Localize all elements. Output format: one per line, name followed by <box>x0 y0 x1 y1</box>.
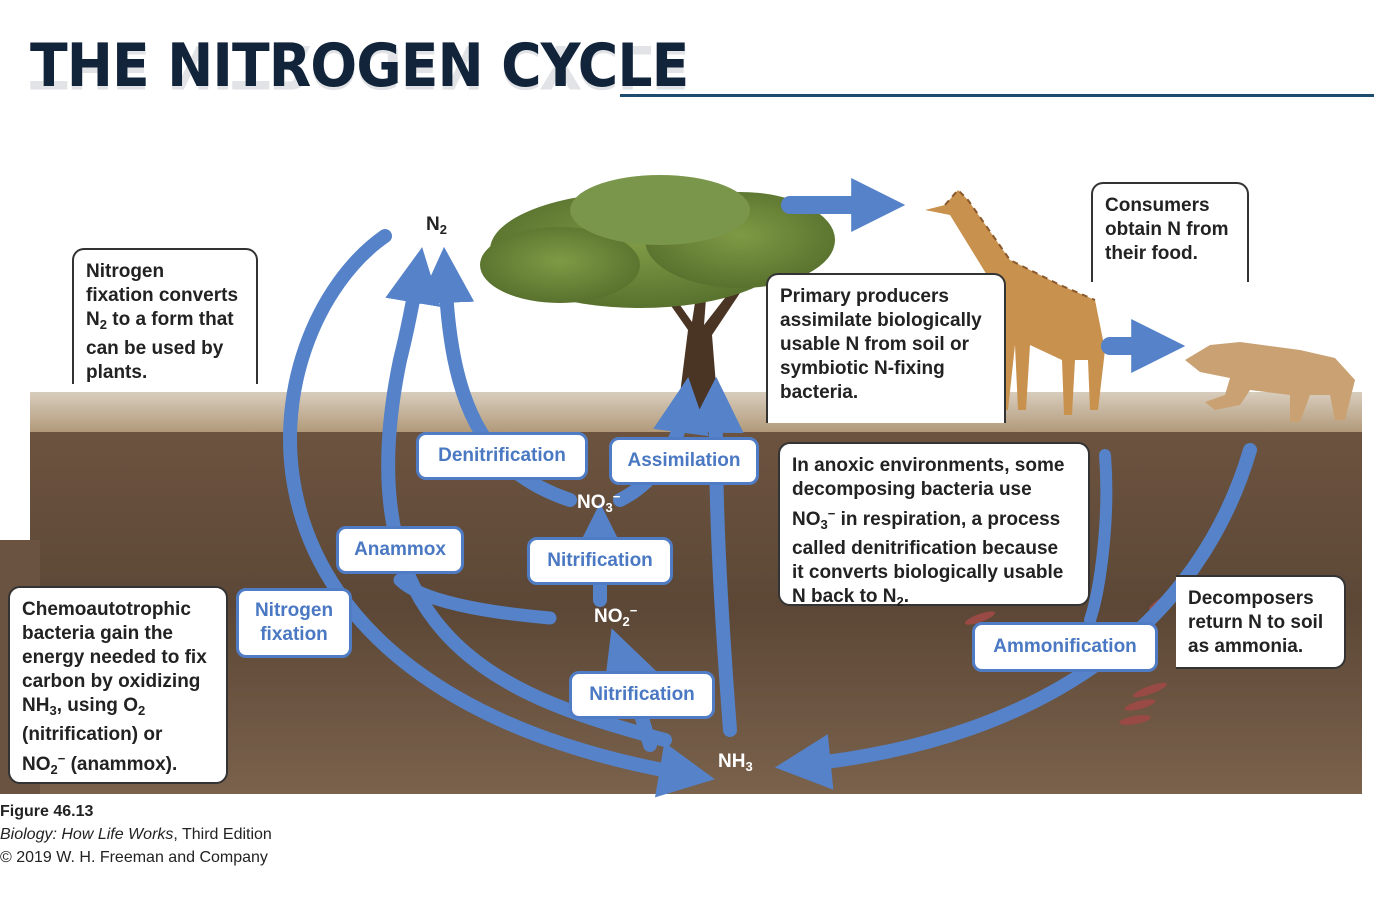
chemoautotrophic-box: Chemoautotrophic bacteria gain the energ… <box>8 586 228 784</box>
arrow-no2-to-anammox <box>393 573 557 625</box>
acacia-tree-illustration <box>480 175 835 410</box>
book-citation: Biology: How Life Works, Third Edition <box>0 826 272 843</box>
nitrogen-fixation-box: Nitrogen fixation converts N2 to a form … <box>72 248 258 384</box>
decomposers-box: Decomposers return N to soil as ammonia. <box>1176 575 1346 669</box>
figure-caption: Figure 46.13 Biology: How Life Works, Th… <box>0 800 272 869</box>
nh3-label: NH3 <box>718 751 753 774</box>
title-underline <box>620 94 1374 97</box>
n2-label: N2 <box>426 214 447 237</box>
lioness-illustration <box>1185 342 1355 422</box>
consumers-box: Consumers obtain N from their food. <box>1091 182 1249 282</box>
process-nitrification-lower: Nitrification <box>569 671 715 719</box>
process-denitrification: Denitrification <box>416 432 588 480</box>
primary-producers-box: Primary producers assimilate biologicall… <box>766 273 1006 423</box>
arrow-nitrogen-fixation <box>283 229 715 798</box>
arrow-denitrification <box>418 246 577 507</box>
process-nitrogen-fixation: Nitrogen fixation <box>236 588 352 658</box>
figure-number: Figure 46.13 <box>0 803 94 820</box>
giraffe-illustration <box>925 188 1105 415</box>
process-ammonification: Ammonification <box>972 622 1158 672</box>
process-assimilation: Assimilation <box>609 437 759 485</box>
copyright: © 2019 W. H. Freeman and Company <box>0 849 268 866</box>
process-nitrification-upper: Nitrification <box>527 537 673 585</box>
no2-label: NO2− <box>594 603 638 629</box>
process-anammox: Anammox <box>336 526 464 574</box>
no3-label: NO3− <box>577 489 621 515</box>
page-title: THE NITROGEN CYCLE <box>30 31 689 101</box>
anoxic-denitrification-box: In anoxic environments, some decomposing… <box>778 442 1090 609</box>
arrow-giraffe-to-soil <box>1084 449 1113 626</box>
